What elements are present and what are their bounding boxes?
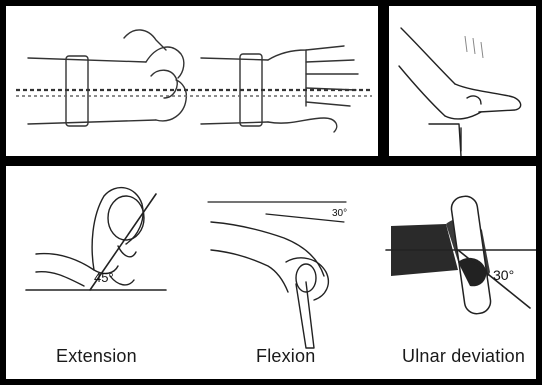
forearm-left-upper (28, 58, 146, 62)
hand-palm (445, 112, 481, 119)
ulnar-angle-label: 30° (493, 267, 514, 283)
wrist-band-left (66, 56, 88, 126)
extension-forearm-lower (36, 272, 84, 286)
flexion-forearm-lower (211, 250, 288, 292)
range-of-motion-panel: 45° 30° 30° Extension Flexion Ulnar devi… (0, 160, 542, 385)
thumb-curl (467, 96, 481, 104)
wrist-alignment-illustration (6, 6, 378, 156)
caption-ulnar-deviation: Ulnar deviation (402, 346, 525, 367)
left-hand-top (146, 47, 184, 78)
forearm-left-lower (28, 120, 156, 124)
ulnar-deviation-illustration (386, 195, 536, 315)
right-finger-1 (306, 60, 354, 62)
pressure-arrows-icon (465, 36, 483, 58)
forearm-right-lower (201, 122, 268, 124)
wrist-press-panel (383, 0, 542, 162)
flexion-illustration (208, 202, 346, 348)
wrist-press-illustration (389, 6, 536, 156)
flexion-forearm-upper (211, 222, 324, 276)
table-edge (429, 124, 461, 156)
right-finger-4 (306, 102, 350, 106)
caption-extension: Extension (56, 346, 137, 367)
forearm-lower (399, 66, 445, 116)
forearm-right-upper (201, 58, 268, 60)
caption-flexion: Flexion (256, 346, 315, 367)
left-hand-bottom (156, 80, 186, 121)
forearm-upper (401, 28, 455, 84)
extension-thumb (118, 246, 136, 257)
right-thumb (268, 118, 337, 132)
extension-angle-label: 45° (94, 270, 114, 285)
flexion-angle-label: 30° (332, 208, 347, 219)
left-fist-fingers (151, 70, 177, 98)
wrist-alignment-panel (0, 0, 384, 162)
left-thumb (124, 30, 166, 50)
hand-top (455, 84, 521, 112)
